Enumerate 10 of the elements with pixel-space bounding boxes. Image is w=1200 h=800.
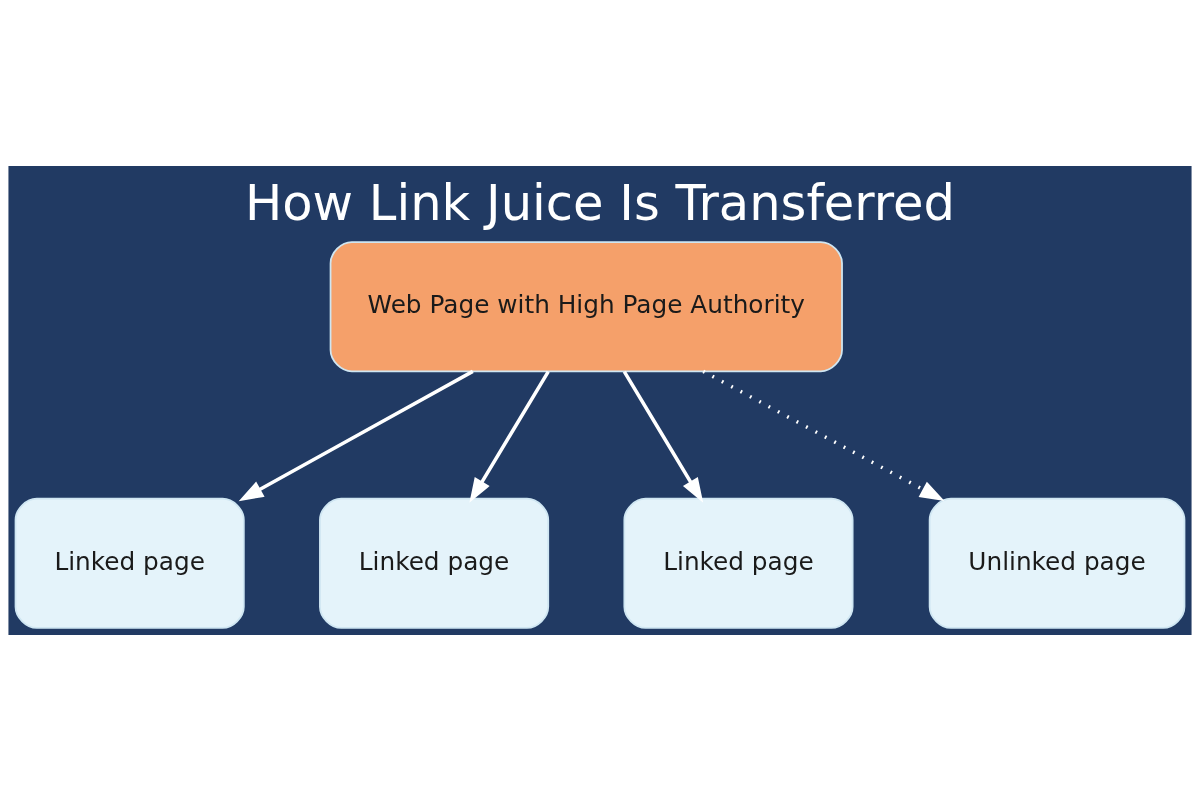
node-box: Linked page <box>319 497 550 629</box>
arrow <box>469 370 550 503</box>
node-box: Linked page <box>623 497 854 629</box>
node-box: Web Page with High Page Authority <box>329 240 843 372</box>
node-box: Linked page <box>14 497 245 629</box>
arrow <box>702 369 945 501</box>
diagram-title: How Link Juice Is Transferred <box>244 173 956 232</box>
arrow <box>622 370 704 503</box>
arrow <box>238 369 474 501</box>
node-box: Unlinked page <box>928 497 1186 629</box>
